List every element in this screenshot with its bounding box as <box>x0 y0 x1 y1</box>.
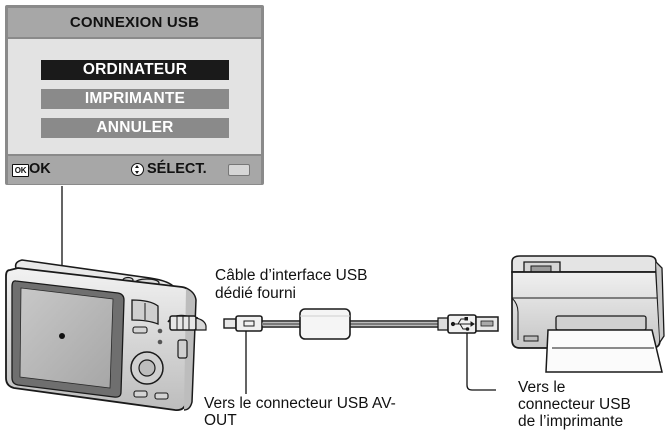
ok-label: OK <box>29 161 51 177</box>
printer-port-caption-line2: connecteur USB <box>518 396 631 413</box>
printer-port-caption-line1: Vers le <box>518 379 566 396</box>
usb-connection-menu: CONNEXION USB ORDINATEUR IMPRIMANTE ANNU… <box>5 5 264 185</box>
usb-symbol-icon <box>450 317 475 331</box>
menu-item-ordinateur[interactable]: ORDINATEUR <box>41 60 229 80</box>
printer-illustration <box>511 255 665 373</box>
usb-cable <box>167 308 499 340</box>
menu-item-imprimante[interactable]: IMPRIMANTE <box>41 89 229 109</box>
camera-illustration <box>5 259 197 412</box>
battery-icon <box>228 164 250 176</box>
printer-port-caption-line3: de l’imprimante <box>518 413 624 430</box>
cable-caption-line1: Câble d’interface USB <box>215 267 368 284</box>
menu-title: CONNEXION USB <box>8 8 261 39</box>
camera-port-caption-line2: OUT <box>204 412 237 429</box>
ok-button-icon: OK <box>12 164 29 177</box>
printer-port-leader <box>466 333 496 391</box>
select-label: SÉLECT. <box>147 161 207 177</box>
cable-caption-line2: dédié fourni <box>215 285 297 302</box>
dpad-icon <box>131 163 144 176</box>
menu-footer: OK OK SÉLECT. <box>8 154 261 184</box>
menu-item-annuler[interactable]: ANNULER <box>41 118 229 138</box>
camera-port-caption-line1: Vers le connecteur USB AV- <box>204 395 396 412</box>
